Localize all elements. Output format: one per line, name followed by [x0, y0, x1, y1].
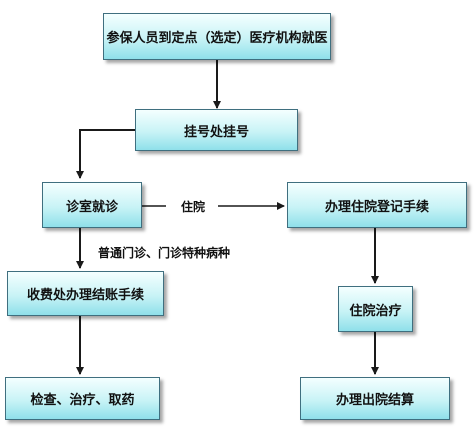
node-payment: 收费处办理结账手续: [7, 271, 164, 316]
edge-label-hospitalize: 住院: [181, 200, 206, 214]
node-clinic: 诊室就诊: [42, 182, 142, 228]
node-start-label: 参保人员到定点（选定）医疗机构就医: [106, 31, 328, 46]
node-services-label: 检查、治疗、取药: [30, 393, 135, 408]
node-start: 参保人员到定点（选定）医疗机构就医: [103, 13, 331, 60]
node-inpatient: 住院治疗: [338, 286, 413, 332]
node-clinic-label: 诊室就诊: [65, 199, 118, 215]
node-discharge: 办理出院结算: [300, 377, 450, 420]
node-services: 检查、治疗、取药: [5, 377, 160, 420]
arrow-register-to-clinic: [76, 129, 135, 179]
node-inpatient-label: 住院治疗: [349, 303, 402, 319]
node-admission-label: 办理住院登记手续: [324, 199, 429, 215]
node-discharge-label: 办理出院结算: [335, 393, 414, 408]
node-payment-label: 收费处办理结账手续: [26, 288, 144, 303]
node-register-label: 挂号处挂号: [183, 124, 249, 140]
node-admission: 办理住院登记手续: [287, 182, 467, 228]
node-register: 挂号处挂号: [135, 109, 298, 151]
edge-label-outpatient: 普通门诊、门诊特种病种: [98, 246, 231, 260]
